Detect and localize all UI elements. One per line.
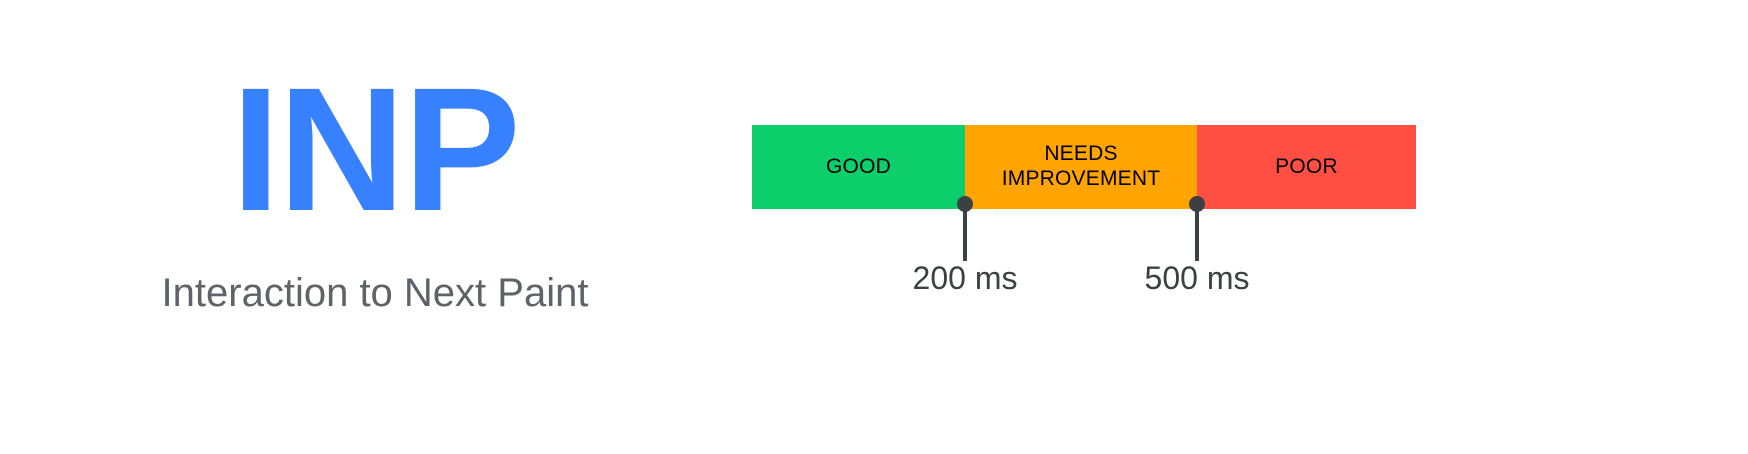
metric-full-name: Interaction to Next Paint [161,271,589,315]
metric-identity-block: INP Interaction to Next Paint [0,0,750,454]
rating-segment-poor: POOR [1197,125,1416,209]
rating-bar: GOOD NEEDS IMPROVEMENT POOR [752,125,1416,209]
rating-segment-needs-improvement: NEEDS IMPROVEMENT [965,125,1197,209]
rating-segment-good: GOOD [752,125,965,209]
threshold-label-200ms: 200 ms [912,260,1018,296]
tick-stem-line [1195,204,1199,261]
threshold-label-500ms: 500 ms [1144,260,1250,296]
threshold-figure: GOOD NEEDS IMPROVEMENT POOR 200 ms 500 m… [752,0,1416,454]
tick-stem-line [963,204,967,261]
metric-acronym: INP [231,52,520,248]
